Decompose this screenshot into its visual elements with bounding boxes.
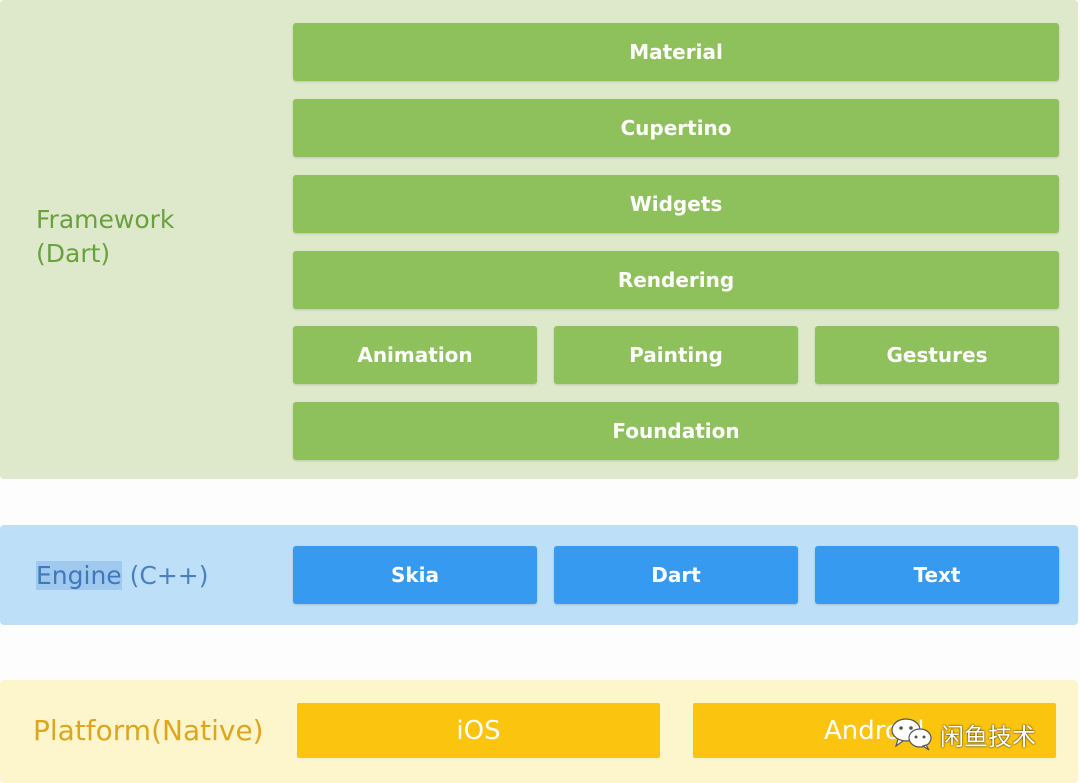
foundation-box: Foundation — [293, 402, 1059, 460]
skia-box: Skia — [293, 546, 537, 604]
framework-layer-label: Framework (Dart) — [36, 205, 175, 268]
text-box: Text — [815, 546, 1059, 604]
ios-box: iOS — [297, 703, 660, 758]
painting-box: Painting — [554, 326, 798, 384]
rendering-box: Rendering — [293, 251, 1059, 309]
engine-label-highlight: Engine — [36, 561, 122, 590]
cupertino-box: Cupertino — [293, 99, 1059, 157]
platform-layer-label: Platform(Native) — [33, 714, 264, 747]
material-box: Material — [293, 23, 1059, 81]
watermark: 闲鱼技术 — [890, 714, 1036, 754]
widgets-box: Widgets — [293, 175, 1059, 233]
dart-box: Dart — [554, 546, 798, 604]
animation-box: Animation — [293, 326, 537, 384]
engine-layer-label: Engine (C++) — [36, 559, 209, 593]
watermark-text: 闲鱼技术 — [940, 722, 1036, 751]
android-box: Android — [693, 703, 1056, 758]
gestures-box: Gestures — [815, 326, 1059, 384]
engine-label-rest: (C++) — [121, 561, 209, 590]
wechat-icon — [890, 716, 934, 752]
